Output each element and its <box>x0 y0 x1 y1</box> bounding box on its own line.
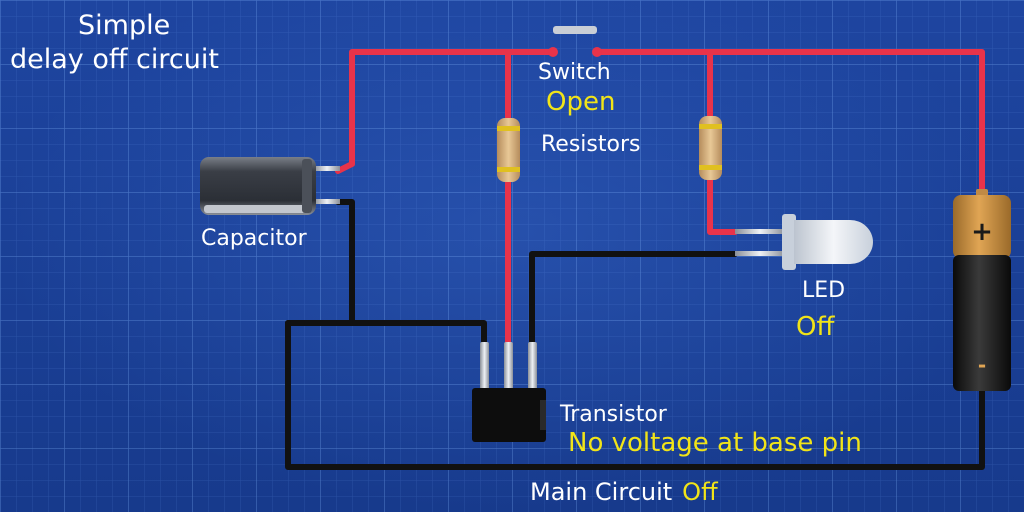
capacitor-cap <box>302 159 312 213</box>
capacitor-stripe <box>204 205 312 213</box>
diagram-title-line2: delay off circuit <box>10 44 219 75</box>
negative-wires <box>285 199 985 470</box>
battery-plus: + <box>971 217 993 247</box>
diagram-title-line1: Simple <box>78 10 171 41</box>
wire-main-return <box>285 320 985 470</box>
capacitor-label: Capacitor <box>201 226 307 251</box>
transistor-pin-base <box>480 342 489 390</box>
led-rim <box>782 214 796 270</box>
wire-switch-to-battery <box>594 49 985 195</box>
transistor-note: No voltage at base pin <box>568 428 862 458</box>
capacitor-lead-positive <box>314 166 340 171</box>
switch-contact-left <box>548 47 558 57</box>
resistor-2-band <box>699 165 722 170</box>
wire-capacitor-to-switch <box>335 49 556 174</box>
transistor-pin-emitter <box>528 342 537 390</box>
transistor-pin-collector <box>504 342 513 390</box>
resistor-2 <box>699 116 722 180</box>
led-lead-cathode <box>735 251 785 256</box>
battery-top <box>953 195 1011 259</box>
led-lead-anode <box>735 229 785 234</box>
wire-resistor-2-to-led <box>707 177 738 235</box>
switch-lever[interactable] <box>553 26 597 34</box>
resistor-1-band <box>497 167 520 172</box>
wire-transistor-to-led <box>529 251 738 349</box>
resistor-2-band <box>699 124 722 129</box>
main-circuit-status: Main Circuit Off <box>530 478 718 506</box>
capacitor <box>200 157 340 215</box>
led-state: Off <box>796 312 835 342</box>
main-circuit-label: Main Circuit <box>530 478 673 506</box>
resistor-1-body <box>497 118 520 182</box>
switch-label: Switch <box>538 60 611 85</box>
battery-body <box>953 255 1011 391</box>
transistor-side-tab <box>540 400 546 430</box>
wire-to-transistor-base <box>285 320 487 349</box>
led-dome <box>794 220 873 264</box>
transistor-body <box>472 388 546 442</box>
wire-capacitor-negative <box>335 199 355 326</box>
battery: + - <box>953 189 1011 391</box>
positive-wires <box>335 49 985 349</box>
transistor-label: Transistor <box>560 402 667 427</box>
resistor-2-body <box>699 116 722 180</box>
switch-contact-right <box>592 47 602 57</box>
resistors-label: Resistors <box>541 132 641 157</box>
transistor <box>472 342 546 442</box>
switch[interactable] <box>548 26 602 57</box>
switch-state: Open <box>546 87 616 117</box>
led <box>735 214 873 270</box>
resistor-1-band <box>497 126 520 131</box>
capacitor-body <box>200 157 316 215</box>
battery-minus: - <box>978 353 986 377</box>
led-label: LED <box>802 278 846 303</box>
capacitor-lead-negative <box>314 199 340 204</box>
resistor-1 <box>497 118 520 182</box>
main-circuit-state: Off <box>682 478 718 506</box>
